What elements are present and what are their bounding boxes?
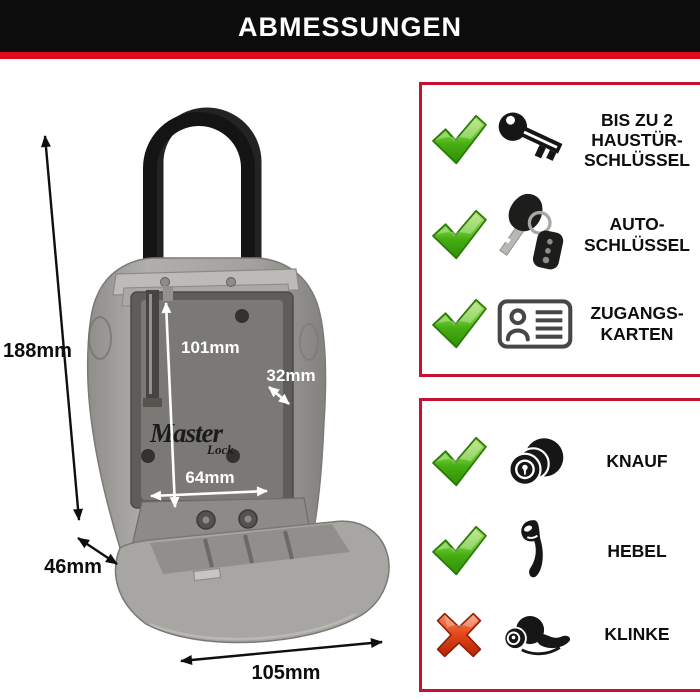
- feature-row-house-keys: BIS ZU 2 HAUSTÜR- SCHLÜSSEL: [428, 109, 694, 171]
- shackle: [143, 107, 262, 264]
- cross-icon: [436, 612, 482, 657]
- dimension-arrows-black: [40, 135, 383, 665]
- access-card-icon: [497, 299, 573, 349]
- brand-lock: Lock: [206, 442, 234, 457]
- lockbox-dimension-diagram: Master Lock 188mm 46mm 105mm: [3, 107, 390, 684]
- feature-row-knob: KNAUF: [428, 433, 694, 491]
- side-dimple-right: [299, 323, 319, 361]
- feature-label: ZUGANGS- KARTEN: [590, 303, 684, 344]
- feature-label: AUTO- SCHLÜSSEL: [584, 214, 690, 255]
- storage-capacity-panel: BIS ZU 2 HAUSTÜR- SCHLÜSSEL: [419, 82, 700, 377]
- car-key-icon: [499, 193, 564, 269]
- header-background: [0, 0, 700, 52]
- check-icon: [432, 115, 487, 165]
- dim-line-46: [77, 537, 118, 565]
- dimension-arrows-white: [150, 302, 290, 508]
- dim-line-101: [161, 302, 180, 508]
- check-icon: [432, 209, 487, 259]
- dim-label-height: 188mm: [3, 340, 72, 362]
- feature-row-access-cards: ZUGANGS- KARTEN: [428, 298, 694, 350]
- check-icon: [432, 298, 487, 348]
- page-title: ABMESSUNGEN: [237, 12, 463, 42]
- header-red-stripe: [0, 52, 700, 59]
- mount-hole-bottom-right: [226, 449, 240, 463]
- mount-hole-bottom-left: [141, 449, 155, 463]
- door-latch: [193, 567, 222, 582]
- dim-line-32: [268, 386, 290, 405]
- feature-row-car-key: AUTO- SCHLÜSSEL: [428, 192, 694, 278]
- dim-label-depth: 46mm: [44, 556, 102, 578]
- door-knob-icon: [508, 437, 564, 486]
- door-lever-icon: [521, 520, 543, 578]
- door-ribs: [203, 530, 294, 568]
- check-icon: [432, 525, 487, 576]
- ledge-screw-left: [160, 277, 170, 287]
- mount-hole-top: [235, 309, 249, 323]
- check-icon: [432, 436, 487, 486]
- header-bar: ABMESSUNGEN: [0, 0, 700, 59]
- side-dimple-left: [88, 316, 112, 360]
- dim-line-188: [40, 135, 84, 521]
- dim-label-inner-width: 64mm: [185, 468, 234, 487]
- house-key-icon: [498, 112, 563, 162]
- feature-label: BIS ZU 2 HAUSTÜR- SCHLÜSSEL: [584, 109, 690, 171]
- dim-label-inner-depth: 32mm: [266, 366, 315, 385]
- feature-label: HEBEL: [607, 540, 667, 561]
- dim-line-105: [180, 638, 383, 665]
- ledge-screw-right: [226, 277, 236, 287]
- feature-label: KLINKE: [604, 624, 670, 645]
- latch-clip: [163, 286, 173, 301]
- door-compatibility-panel: KNAUF HEBEL: [419, 398, 700, 692]
- feature-label: KNAUF: [606, 451, 668, 472]
- feature-row-handle: KLINKE: [428, 612, 694, 658]
- door-handle-icon: [503, 615, 571, 655]
- dim-label-inner-height: 101mm: [181, 338, 240, 357]
- dim-line-64: [150, 486, 268, 501]
- shackle-lock-bar: [146, 290, 159, 402]
- open-door: [114, 497, 390, 644]
- dim-label-width: 105mm: [252, 662, 321, 684]
- feature-row-lever: HEBEL: [428, 518, 694, 584]
